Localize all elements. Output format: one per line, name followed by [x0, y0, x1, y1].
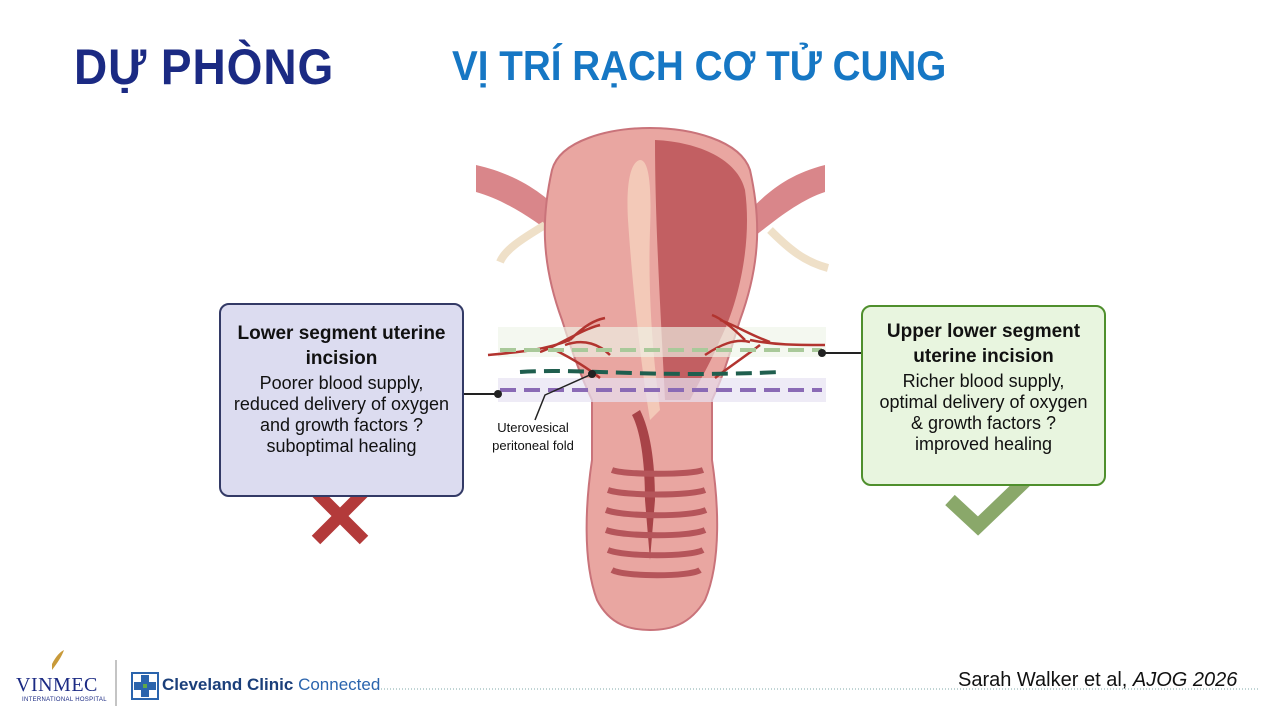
cleveland-clinic-name: Cleveland Clinic: [162, 675, 294, 694]
incision-band-upper: [498, 327, 826, 357]
right-uterine-vessels: [704, 313, 826, 379]
right-fallopian-tube: [745, 165, 825, 240]
uterovesical-fold-line: [519, 369, 781, 376]
uterovesical-fold-label: Uterovesical peritoneal fold: [492, 420, 574, 453]
fold-pointer-dot: [588, 370, 596, 378]
uterus-section: [655, 140, 748, 400]
cleveland-clinic-logo-icon: [131, 672, 159, 700]
cleveland-clinic-connected: Connected: [298, 675, 381, 694]
cleveland-clinic-logo-text: Cleveland Clinic Connected: [162, 675, 380, 695]
right-ovarian-ligament: [767, 227, 830, 272]
vinmec-emblem-icon: [52, 650, 64, 670]
left-pointer-dot: [494, 390, 502, 398]
upper-lower-segment-title: Upper lower segment uterine incision: [886, 321, 1081, 367]
citation-authors: Sarah Walker et al,: [958, 669, 1128, 691]
left-ovarian-ligament: [496, 221, 548, 264]
lower-segment-title: Lower segment uterine incision: [237, 323, 446, 369]
cervix-canal: [632, 410, 655, 560]
right-pointer-dot: [818, 349, 826, 357]
left-fallopian-tube: [476, 165, 565, 240]
lower-segment-box: Lower segment uterine incision Poorer bl…: [219, 303, 464, 497]
page-title: DỰ PHÒNG: [74, 39, 335, 95]
vaginal-rugae: [604, 467, 708, 579]
vinmec-logo-text: VINMEC: [16, 674, 98, 696]
lower-segment-description: Poorer blood supply, reduced delivery of…: [233, 373, 450, 456]
page-subtitle: VỊ TRÍ RẠCH CƠ TỬ CUNG: [452, 42, 947, 89]
vinmec-logo-subtext: INTERNATIONAL HOSPITAL: [22, 697, 107, 703]
cross-icon: [311, 487, 369, 545]
citation: Sarah Walker et al, AJOG 2026: [958, 669, 1237, 692]
fold-pointer-line: [534, 373, 593, 421]
upper-lower-segment-box: Upper lower segment uterine incision Ric…: [861, 305, 1106, 486]
check-icon: [945, 474, 1031, 536]
citation-journal: AJOG 2026: [1132, 669, 1238, 691]
upper-lower-segment-description: Richer blood supply, optimal delivery of…: [879, 371, 1088, 454]
